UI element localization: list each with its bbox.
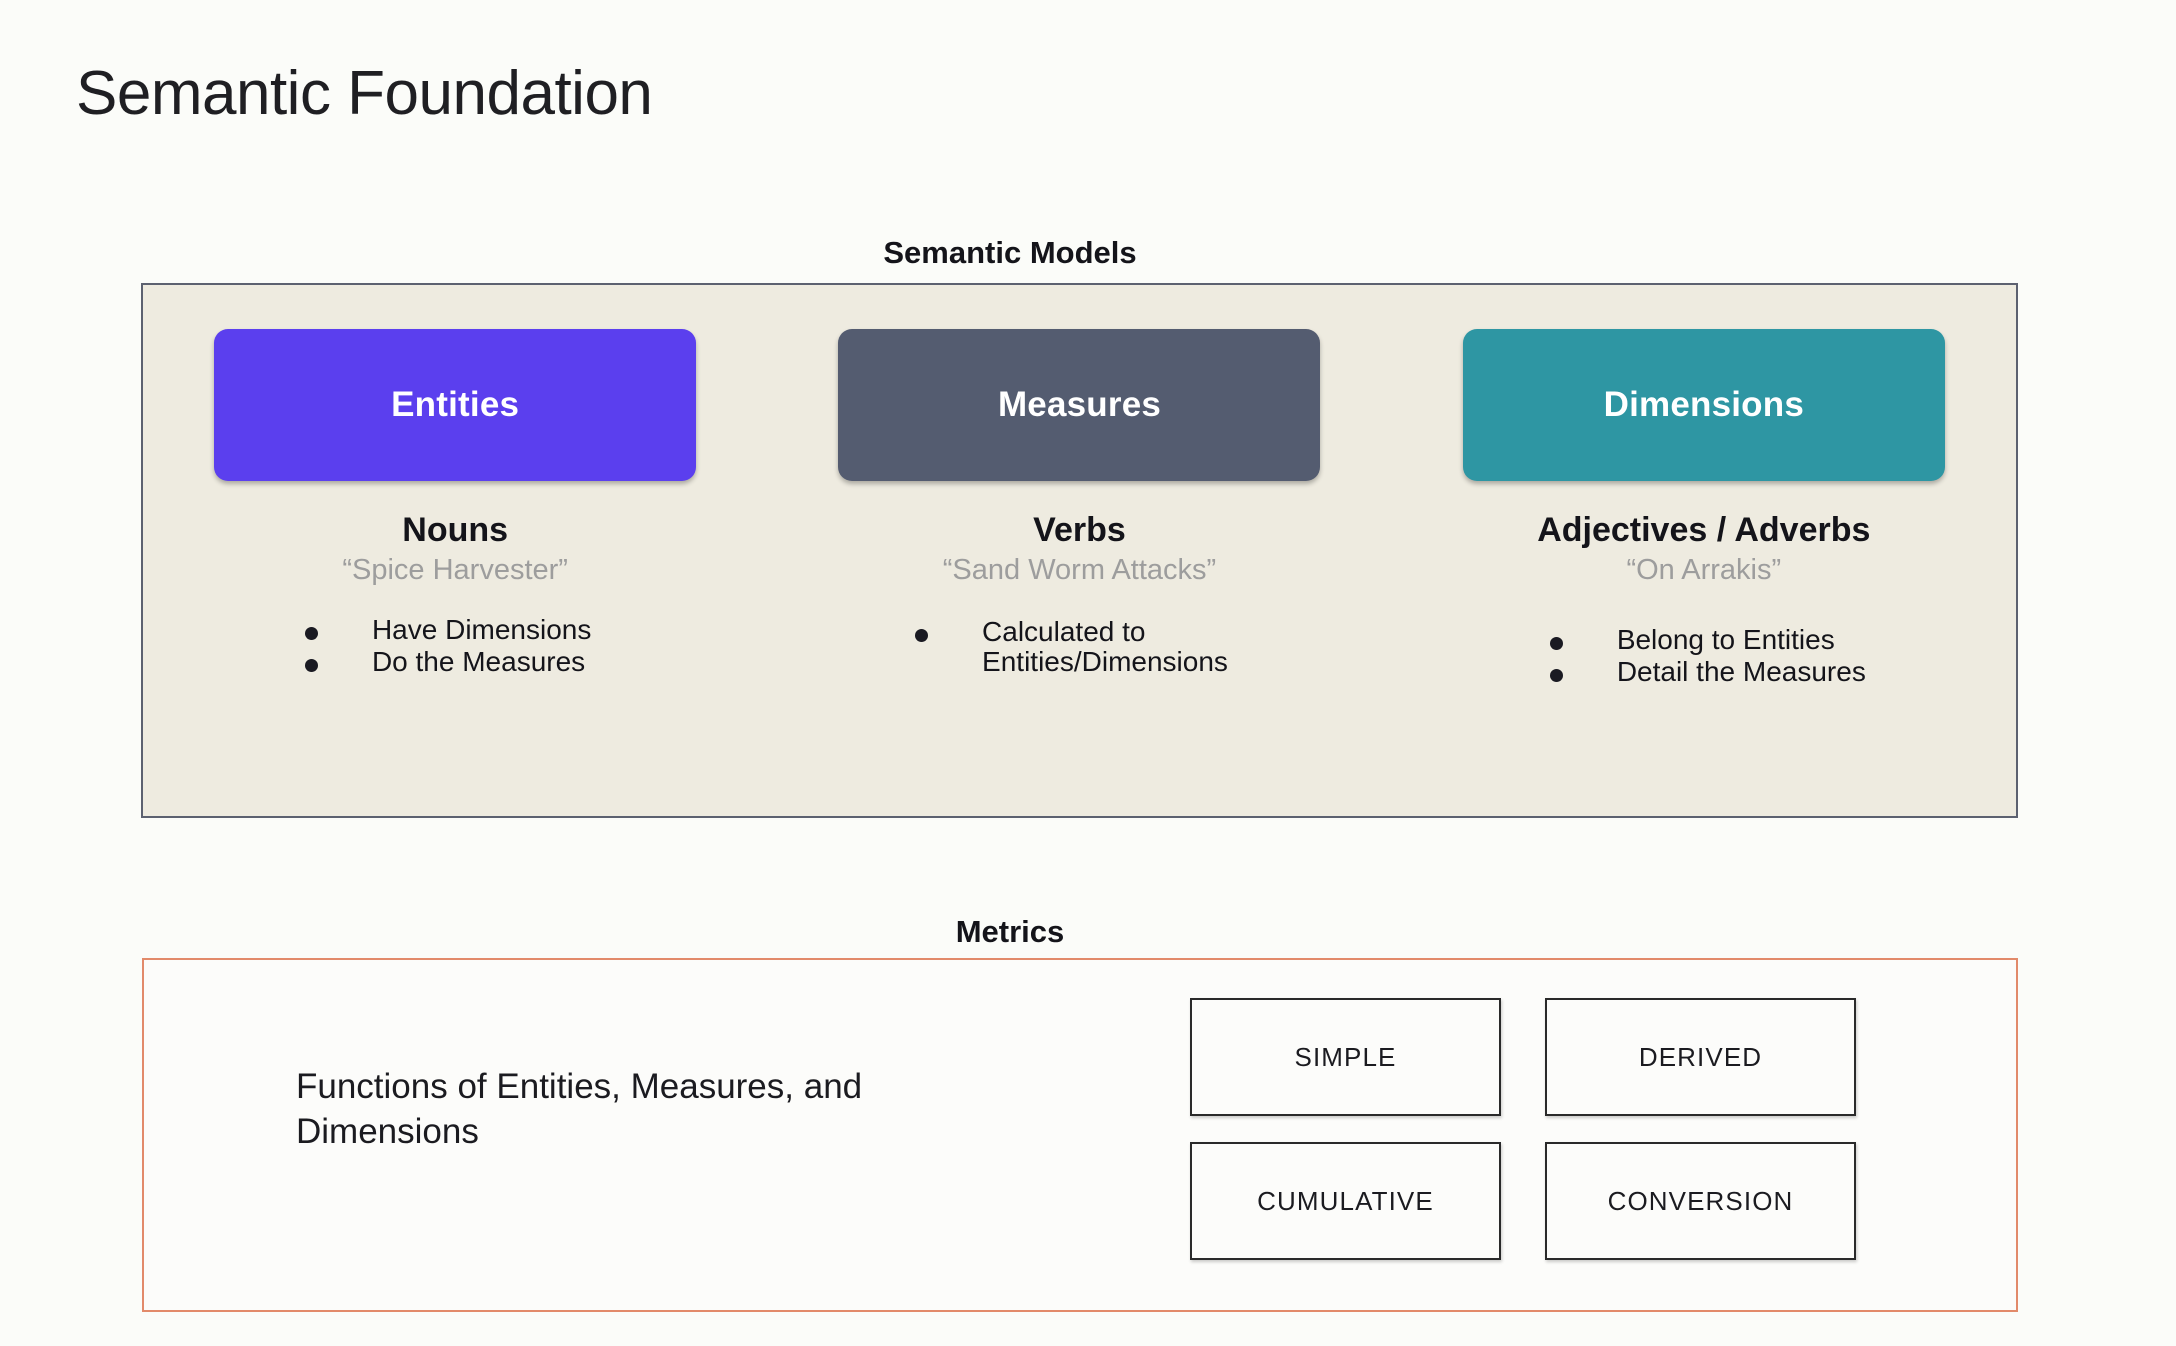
semantic-models-heading: Semantic Models	[883, 235, 1137, 270]
bullet-text: Detail the Measures	[1616, 655, 1866, 687]
bullet-list-dimensions: Belong to Entities Detail the Measures	[1549, 624, 1866, 689]
example-quote-measures: “Sand Worm Attacks”	[942, 554, 1217, 586]
model-card-entities[interactable]: Entities	[214, 329, 697, 481]
model-column-dimensions: Dimensions Adjectives / Adverbs “On Arra…	[1392, 285, 2016, 689]
bullet-dot-icon	[304, 658, 318, 672]
metrics-panel: Functions of Entities, Measures, and Dim…	[142, 958, 2018, 1312]
metric-box-simple[interactable]: SIMPLE	[1190, 998, 1501, 1116]
list-item: Detail the Measures	[1549, 655, 1866, 687]
bullet-text: Do the Measures	[371, 645, 586, 677]
model-card-dimensions[interactable]: Dimensions	[1462, 329, 1945, 481]
part-of-speech-measures: Verbs	[1033, 511, 1126, 549]
bullet-text: Calculated to Entities/Dimensions	[982, 616, 1228, 677]
semantic-models-grid: Entities Nouns “Spice Harvester” Have Di…	[143, 285, 2016, 816]
metric-box-derived[interactable]: DERIVED	[1545, 998, 1856, 1116]
bullet-dot-icon	[1549, 637, 1563, 650]
metrics-heading: Metrics	[955, 914, 1065, 949]
bullet-text: Have Dimensions	[371, 614, 592, 645]
model-column-measures: Measures Verbs “Sand Worm Attacks” Calcu…	[767, 285, 1391, 679]
bullet-dot-icon	[915, 629, 929, 642]
part-of-speech-dimensions: Adjectives / Adverbs	[1537, 511, 1871, 549]
page-title: Semantic Foundation	[76, 59, 653, 128]
bullet-list-entities: Have Dimensions Do the Measures	[304, 614, 592, 679]
model-column-entities: Entities Nouns “Spice Harvester” Have Di…	[143, 285, 767, 679]
list-item: Belong to Entities	[1549, 624, 1866, 655]
bullet-list-measures: Calculated to Entities/Dimensions	[915, 617, 1228, 679]
example-quote-entities: “Spice Harvester”	[342, 554, 568, 586]
bullet-dot-icon	[304, 627, 318, 640]
metric-type-grid: SIMPLE DERIVED CUMULATIVE CONVERSION	[1190, 998, 1856, 1260]
list-item: Calculated to Entities/Dimensions	[915, 617, 1228, 677]
semantic-models-panel: Entities Nouns “Spice Harvester” Have Di…	[141, 283, 2018, 818]
metrics-description: Functions of Entities, Measures, and Dim…	[296, 1067, 863, 1151]
example-quote-dimensions: “On Arrakis”	[1626, 554, 1782, 586]
bullet-dot-icon	[1549, 668, 1563, 682]
bullet-text: Belong to Entities	[1616, 624, 1835, 655]
list-item: Do the Measures	[304, 645, 591, 677]
metric-box-cumulative[interactable]: CUMULATIVE	[1190, 1142, 1501, 1260]
model-card-measures[interactable]: Measures	[838, 329, 1321, 481]
list-item: Have Dimensions	[304, 614, 592, 645]
part-of-speech-entities: Nouns	[402, 511, 509, 549]
metric-box-conversion[interactable]: CONVERSION	[1545, 1142, 1856, 1260]
